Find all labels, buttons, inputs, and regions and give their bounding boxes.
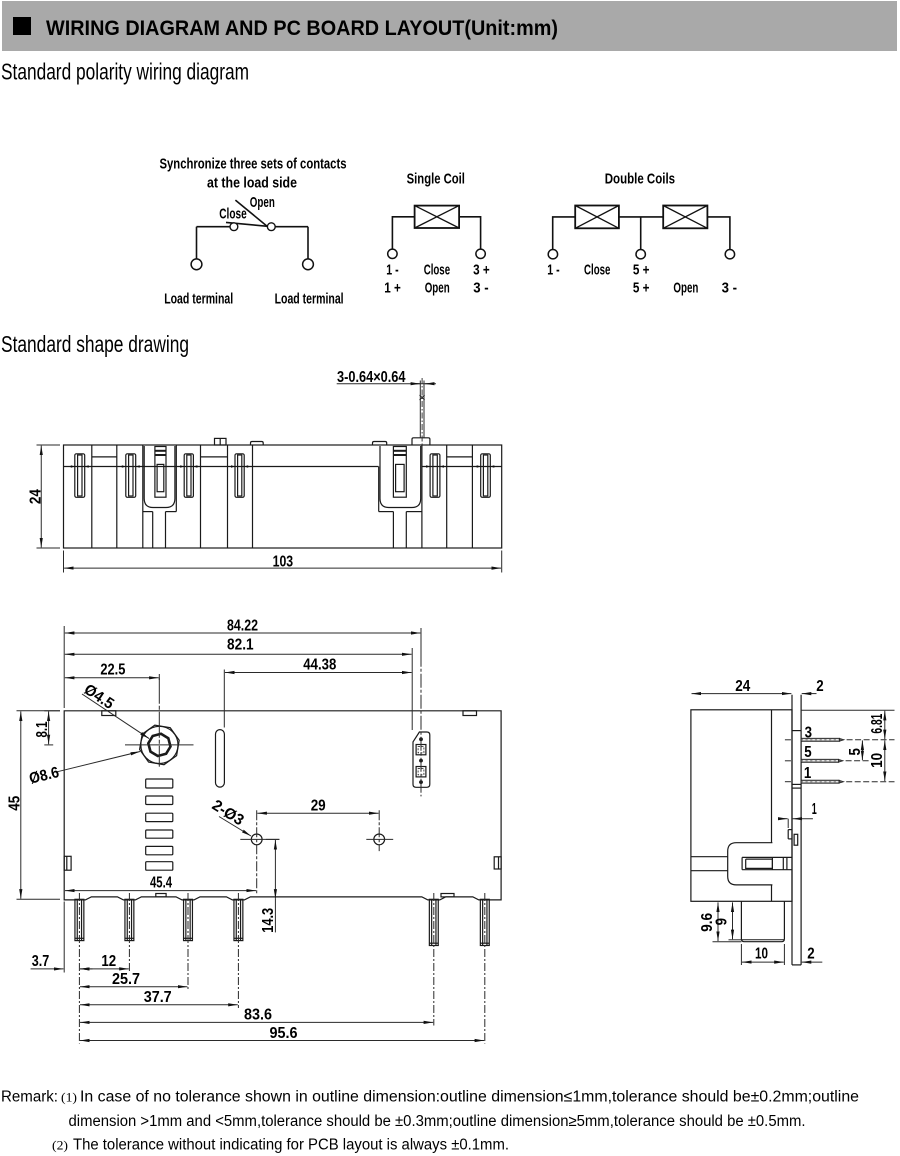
- svg-text:Open: Open: [425, 279, 450, 296]
- svg-text:10: 10: [755, 945, 768, 962]
- svg-text:Synchronize three sets of cont: Synchronize three sets of contacts: [160, 155, 347, 172]
- svg-text:Remark:: Remark:: [1, 1089, 58, 1106]
- svg-text:8.1: 8.1: [34, 721, 51, 737]
- svg-text:dimension >1mm and <5mm,tolera: dimension >1mm and <5mm,tolerance should…: [69, 1113, 806, 1130]
- svg-text:Open: Open: [250, 194, 275, 211]
- svg-text:Single Coil: Single Coil: [407, 171, 465, 188]
- svg-text:Double Coils: Double Coils: [605, 171, 675, 188]
- svg-text:Standard polarity wiring diagr: Standard polarity wiring diagram: [1, 58, 249, 84]
- svg-text:95.6: 95.6: [270, 1025, 298, 1042]
- svg-text:2: 2: [807, 945, 814, 962]
- svg-text:10: 10: [869, 753, 886, 768]
- svg-text:at the load side: at the load side: [207, 175, 297, 192]
- svg-text:14.3: 14.3: [260, 907, 277, 932]
- svg-text:The tolerance without indicati: The tolerance without indicating for PCB…: [73, 1137, 509, 1154]
- svg-text:2: 2: [816, 678, 823, 695]
- svg-text:24: 24: [27, 489, 44, 504]
- svg-text:Close: Close: [584, 262, 610, 279]
- svg-text:12: 12: [101, 953, 116, 970]
- svg-text:22.5: 22.5: [100, 662, 125, 679]
- svg-text:Load terminal: Load terminal: [164, 291, 233, 308]
- svg-text:Standard shape drawing: Standard shape drawing: [1, 331, 189, 357]
- svg-text:3: 3: [805, 725, 813, 742]
- svg-text:5 +: 5 +: [633, 262, 650, 279]
- svg-text:(1): (1): [61, 1090, 77, 1105]
- svg-text:6.81: 6.81: [869, 713, 886, 733]
- svg-text:44.38: 44.38: [303, 656, 336, 673]
- svg-text:1: 1: [812, 801, 817, 818]
- svg-text:3 -: 3 -: [722, 279, 737, 296]
- svg-text:3 +: 3 +: [473, 262, 490, 279]
- svg-text:82.1: 82.1: [227, 637, 254, 654]
- svg-text:45: 45: [7, 795, 24, 810]
- svg-text:Ø8.6: Ø8.6: [28, 764, 62, 788]
- svg-text:1: 1: [804, 765, 812, 782]
- svg-text:83.6: 83.6: [244, 1007, 272, 1024]
- svg-text:1 +: 1 +: [384, 279, 401, 296]
- svg-text:9.6: 9.6: [699, 913, 716, 932]
- svg-text:Close: Close: [424, 262, 450, 279]
- svg-text:In case of no tolerance shown: In case of no tolerance shown in outline…: [80, 1089, 859, 1106]
- svg-text:37.7: 37.7: [144, 989, 172, 1006]
- svg-text:45.4: 45.4: [150, 875, 172, 892]
- svg-text:5 +: 5 +: [633, 279, 650, 296]
- svg-text:Close: Close: [219, 206, 246, 223]
- svg-text:3 -: 3 -: [473, 279, 488, 296]
- svg-text:(2): (2): [52, 1138, 68, 1153]
- svg-text:1 -: 1 -: [386, 262, 398, 279]
- svg-text:1 -: 1 -: [547, 262, 559, 279]
- svg-text:WIRING DIAGRAM AND PC BOARD LA: WIRING DIAGRAM AND PC BOARD LAYOUT(Unit:…: [46, 17, 558, 40]
- svg-text:29: 29: [311, 797, 326, 814]
- svg-text:9: 9: [714, 918, 731, 926]
- svg-text:Load terminal: Load terminal: [275, 291, 344, 308]
- svg-text:3-0.64×0.64: 3-0.64×0.64: [337, 369, 406, 386]
- svg-text:2-Ø3: 2-Ø3: [209, 797, 247, 830]
- svg-text:3.7: 3.7: [32, 953, 50, 970]
- svg-text:25.7: 25.7: [112, 971, 140, 988]
- svg-text:24: 24: [735, 678, 750, 695]
- svg-text:5: 5: [804, 744, 812, 761]
- svg-text:Open: Open: [673, 279, 698, 296]
- svg-text:84.22: 84.22: [227, 617, 258, 634]
- svg-text:5: 5: [847, 748, 864, 756]
- svg-text:103: 103: [273, 553, 294, 570]
- svg-text:Ø4.5: Ø4.5: [81, 681, 117, 713]
